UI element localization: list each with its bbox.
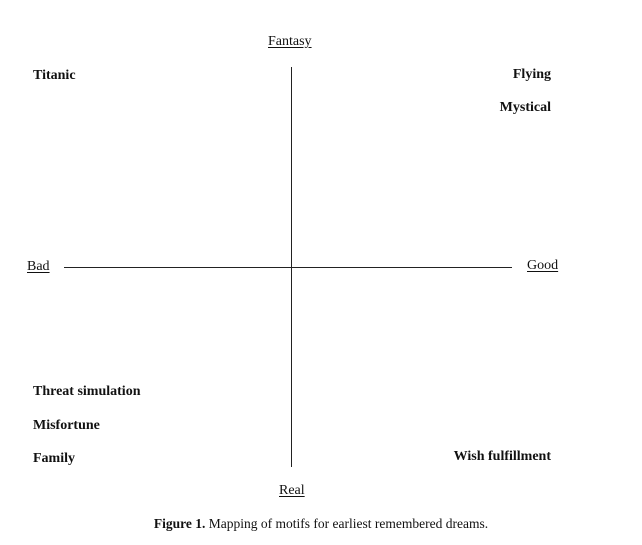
axis-label-top: Fantasy: [268, 34, 312, 49]
motif-wish-fulfillment: Wish fulfillment: [453, 449, 551, 464]
horizontal-axis-line: [64, 267, 512, 268]
motif-family: Family: [33, 451, 75, 466]
axis-label-bottom: Real: [279, 483, 305, 498]
motif-titanic: Titanic: [33, 68, 76, 83]
motif-misfortune: Misfortune: [33, 418, 100, 433]
figure-caption: Figure 1. Mapping of motifs for earliest…: [0, 516, 642, 532]
motif-flying: Flying: [512, 67, 551, 82]
figure-caption-label: Figure 1.: [153, 516, 206, 531]
axis-label-left: Bad: [27, 259, 50, 274]
motif-mystical: Mystical: [499, 100, 551, 115]
axis-label-right: Good: [527, 258, 559, 273]
motif-threat-simulation: Threat simulation: [33, 384, 141, 399]
figure-caption-text: Mapping of motifs for earliest remembere…: [205, 516, 489, 531]
